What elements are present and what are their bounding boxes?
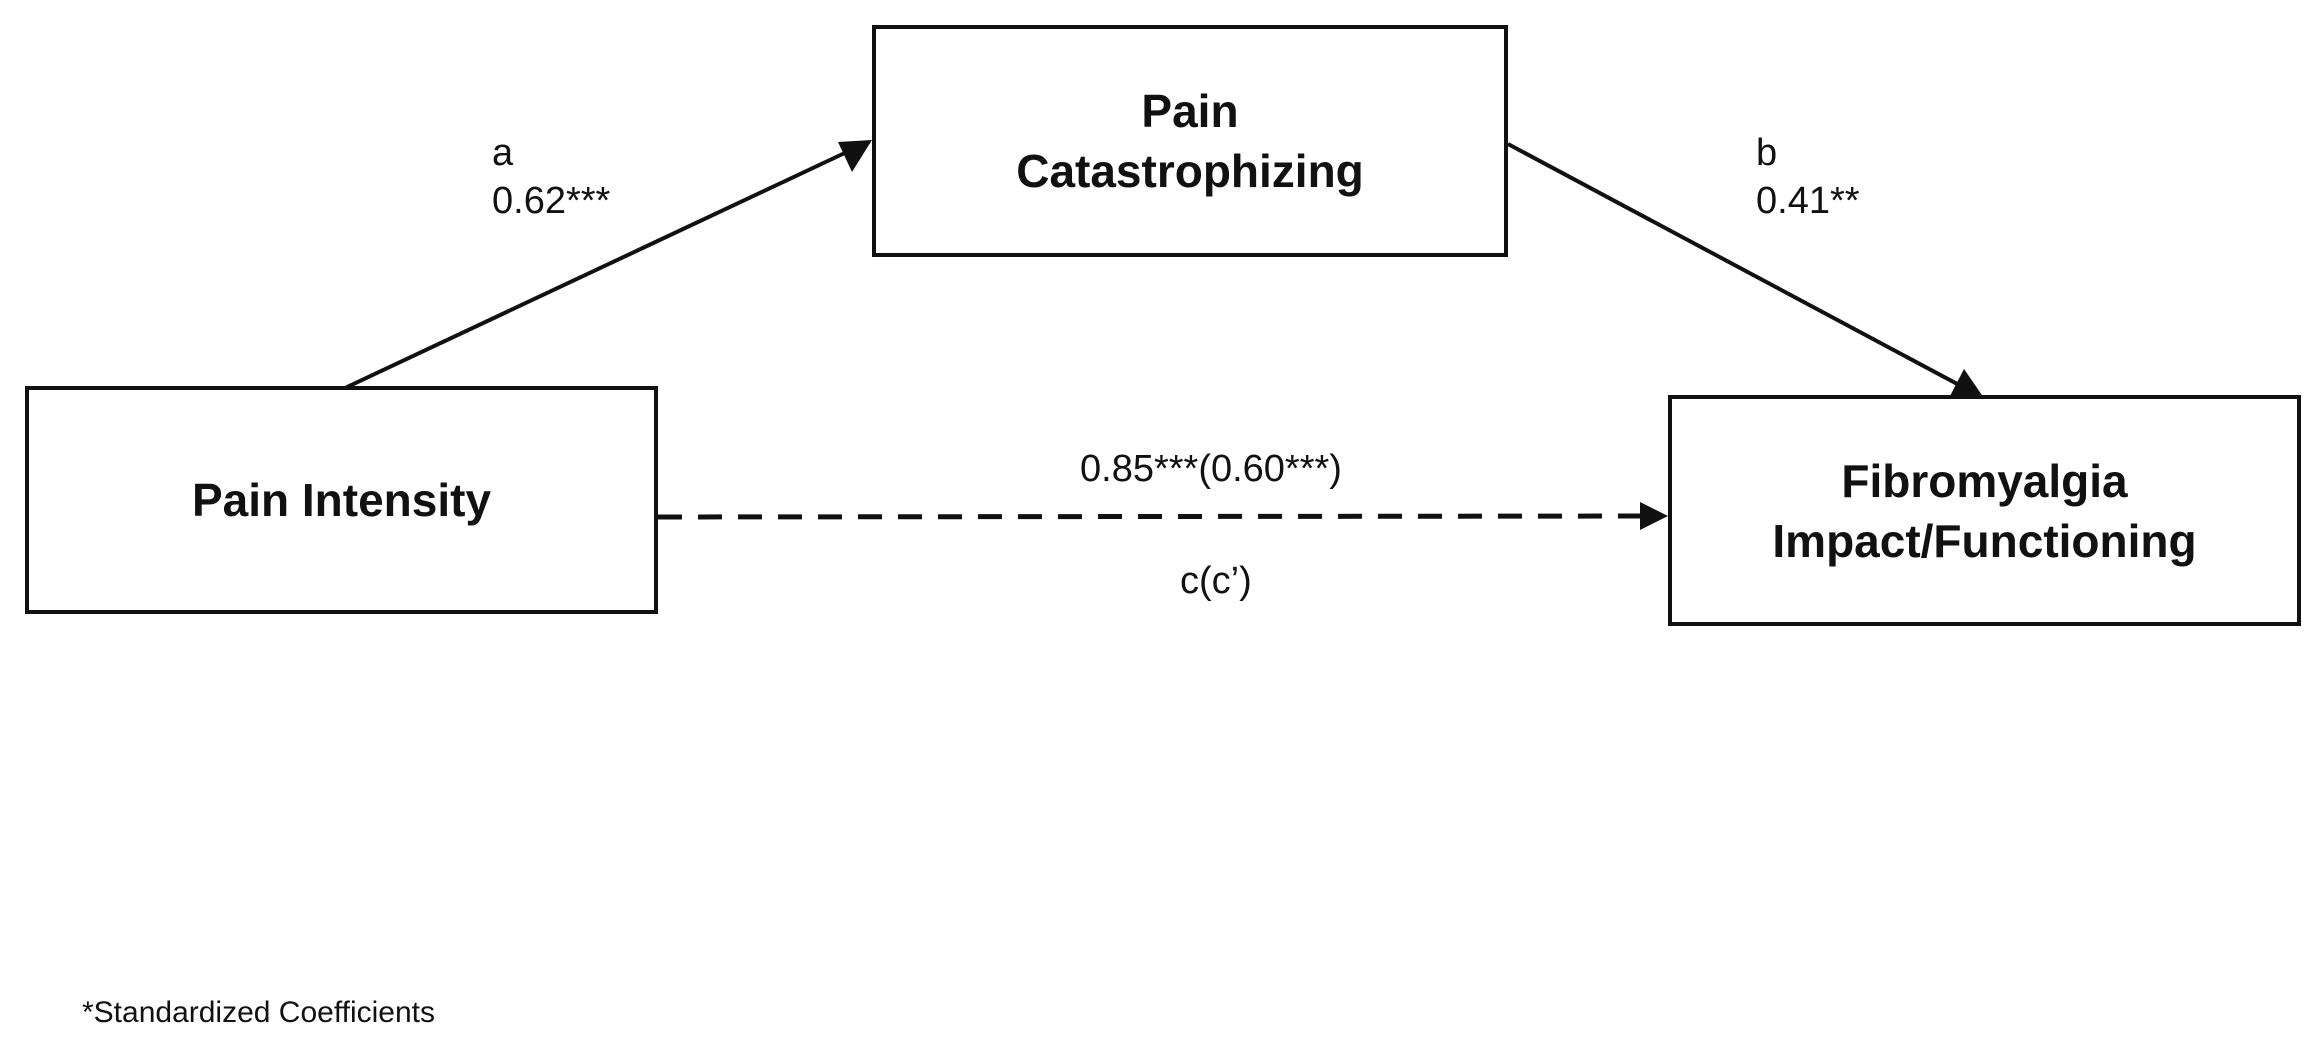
path-c-arrow	[657, 513, 1649, 520]
path-b-name: b	[1756, 132, 1778, 174]
path-b-arrow	[1507, 142, 1977, 396]
mediator-node: Pain Catastrophizing	[872, 25, 1508, 257]
path-c-coefficient: 0.85***(0.60***)	[1080, 448, 1342, 490]
path-a-arrow	[344, 141, 867, 390]
path-a-name: a	[492, 132, 514, 174]
mediator-label: Pain Catastrophizing	[1016, 85, 1364, 197]
outcome-label: Fibromyalgia Impact/Functioning	[1772, 454, 2197, 567]
path-c-arrowhead	[1640, 502, 1668, 530]
predictor-label: Pain Intensity	[191, 474, 492, 526]
path-b-arrowhead	[1950, 369, 1984, 398]
footnote: *Standardized Coefficients	[82, 996, 435, 1029]
outcome-node: Fibromyalgia Impact/Functioning	[1668, 395, 2301, 626]
predictor-node: Pain Intensity	[25, 386, 658, 614]
path-a-arrowhead	[838, 140, 872, 172]
path-b-coefficient: 0.41**	[1756, 180, 1860, 222]
path-c-name: c(c’)	[1180, 560, 1252, 602]
path-a-coefficient: 0.62***	[492, 180, 611, 222]
